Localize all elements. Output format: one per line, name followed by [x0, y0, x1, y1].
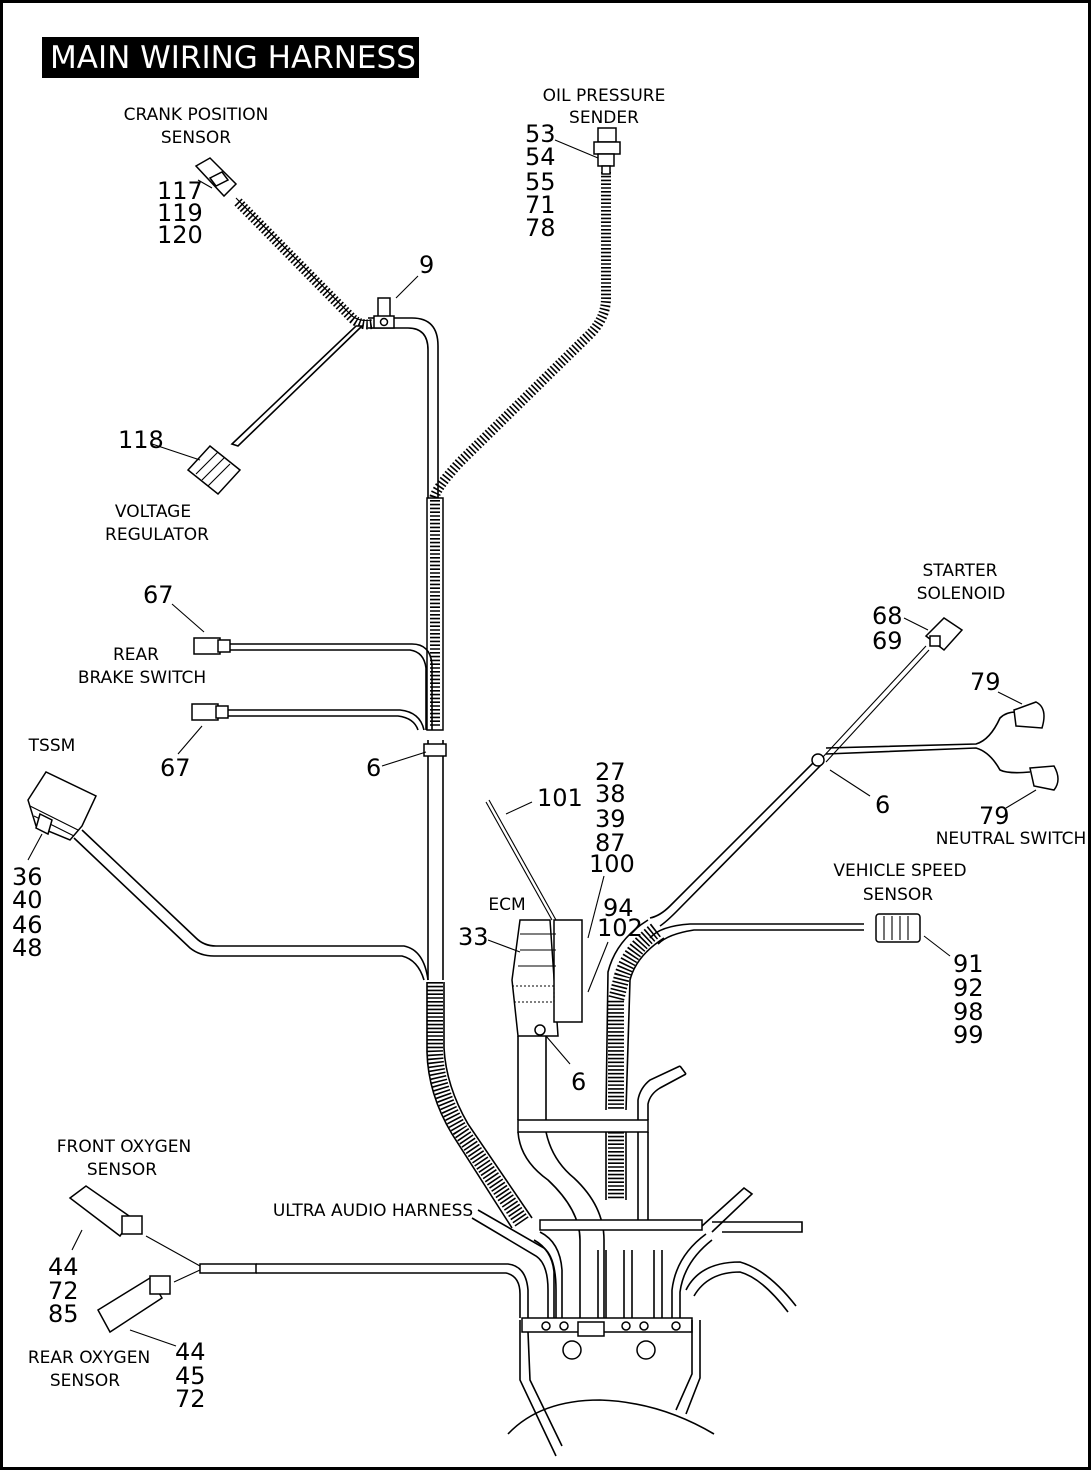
harness-wires	[73, 172, 1031, 1457]
callout-clamp-left: 6	[366, 754, 381, 782]
neutral-switch-connectors	[1013, 701, 1059, 791]
leader-lines	[27, 139, 1037, 1347]
callout-tssm-2: 40	[12, 886, 43, 914]
callout-rear-o2-2: 45	[175, 1362, 206, 1390]
page-title: MAIN WIRING HARNESS	[50, 40, 416, 76]
callout-vss-1: 91	[953, 950, 984, 978]
callout-voltage-regulator: 118	[118, 426, 164, 454]
voltage-regulator-label-1: VOLTAGE	[115, 502, 191, 522]
callout-ecm-group-5: 100	[589, 850, 635, 878]
callout-ecm-group-4: 87	[595, 829, 626, 857]
vehicle-speed-sensor-part	[875, 913, 921, 943]
crank-position-sensor-part	[194, 157, 238, 198]
callout-oil-4: 71	[525, 191, 556, 219]
callout-ecm-right-1: 94	[603, 894, 634, 922]
callout-oil-5: 78	[525, 214, 556, 242]
tssm-label: TSSM	[28, 736, 76, 756]
clamp-6-right	[811, 753, 825, 767]
starter-solenoid-label-1: STARTER	[923, 561, 998, 581]
callout-brake-switch-top: 67	[143, 581, 174, 609]
starter-solenoid-label-2: SOLENOID	[917, 584, 1006, 604]
callout-rear-o2-3: 72	[175, 1385, 206, 1413]
starter-solenoid-connector	[924, 617, 964, 652]
rear-brake-switch-label-1: REAR	[113, 645, 159, 665]
rear-oxygen-sensor-label-2: SENSOR	[50, 1371, 120, 1391]
callout-neutral-bottom: 79	[979, 802, 1010, 830]
clamp-6-left	[423, 743, 447, 757]
callout-vss-3: 98	[953, 998, 984, 1026]
callout-oil-3: 55	[525, 168, 556, 196]
front-oxygen-sensor-label-2: SENSOR	[87, 1160, 157, 1180]
rear-brake-switch-label-2: BRAKE SWITCH	[78, 668, 206, 688]
callout-tssm-1: 36	[12, 863, 43, 891]
callout-oil-1: 53	[525, 120, 556, 148]
callout-ecm-group-2: 38	[595, 780, 626, 808]
brake-switch-connectors	[191, 637, 231, 721]
callout-vss-2: 92	[953, 974, 984, 1002]
callout-ecm-group-1: 27	[595, 758, 626, 786]
callout-tssm-4: 48	[12, 934, 43, 962]
callout-starter-1: 68	[872, 602, 903, 630]
callout-starter-2: 69	[872, 627, 903, 655]
rear-oxygen-sensor-label-1: REAR OXYGEN	[28, 1348, 150, 1368]
oil-pressure-sender-label-1: OIL PRESSURE	[543, 86, 666, 106]
callout-ecm-group-3: 39	[595, 805, 626, 833]
callout-crank-1: 117	[157, 177, 203, 205]
o2-sensor-parts	[68, 1185, 171, 1334]
voltage-regulator-label-2: REGULATOR	[105, 525, 209, 545]
neutral-switch-label: NEUTRAL SWITCH	[936, 829, 1087, 849]
callout-rear-o2-1: 44	[175, 1338, 206, 1366]
vehicle-speed-sensor-label-1: VEHICLE SPEED	[833, 861, 966, 881]
vehicle-speed-sensor-label-2: SENSOR	[863, 885, 933, 905]
ultra-audio-harness-label: ULTRA AUDIO HARNESS	[273, 1201, 473, 1221]
ecm-label: ECM	[488, 895, 525, 915]
crank-position-sensor-label-1: CRANK POSITION	[124, 105, 269, 125]
callout-front-o2-1: 44	[48, 1253, 79, 1281]
callout-crank-2: 119	[157, 199, 203, 227]
callout-ecm-right-2: 102	[597, 914, 643, 942]
oil-pressure-sender-label-2: SENDER	[569, 108, 639, 128]
callout-oil-2: 54	[525, 143, 556, 171]
callout-ecm-clamp: 6	[571, 1068, 586, 1096]
callout-clip-9: 9	[419, 251, 434, 279]
callout-clamp-right: 6	[875, 791, 890, 819]
callout-crank-3: 120	[157, 221, 203, 249]
title-banner: MAIN WIRING HARNESS	[42, 37, 419, 78]
callout-neutral-top: 79	[970, 668, 1001, 696]
callout-ecm-strap: 101	[537, 784, 583, 812]
oil-pressure-sender-part	[593, 127, 621, 175]
voltage-regulator-part	[186, 444, 242, 496]
callout-brake-switch-bottom: 67	[160, 754, 191, 782]
callout-tssm-3: 46	[12, 911, 43, 939]
callout-vss-4: 99	[953, 1021, 984, 1049]
component-labels: CRANK POSITION SENSOR OIL PRESSURE SENDE…	[28, 86, 1087, 1391]
clip-9	[373, 297, 395, 329]
callout-front-o2-3: 85	[48, 1300, 79, 1328]
tssm-part	[27, 771, 97, 841]
callout-front-o2-2: 72	[48, 1277, 79, 1305]
ecm-part	[485, 799, 583, 1037]
callout-ecm-left: 33	[458, 923, 489, 951]
crank-position-sensor-label-2: SENSOR	[161, 128, 231, 148]
callout-numbers: 117 119 120 53 54 55 71 78 9 118 67 67 6…	[12, 120, 1010, 1413]
front-oxygen-sensor-label-1: FRONT OXYGEN	[57, 1137, 191, 1157]
